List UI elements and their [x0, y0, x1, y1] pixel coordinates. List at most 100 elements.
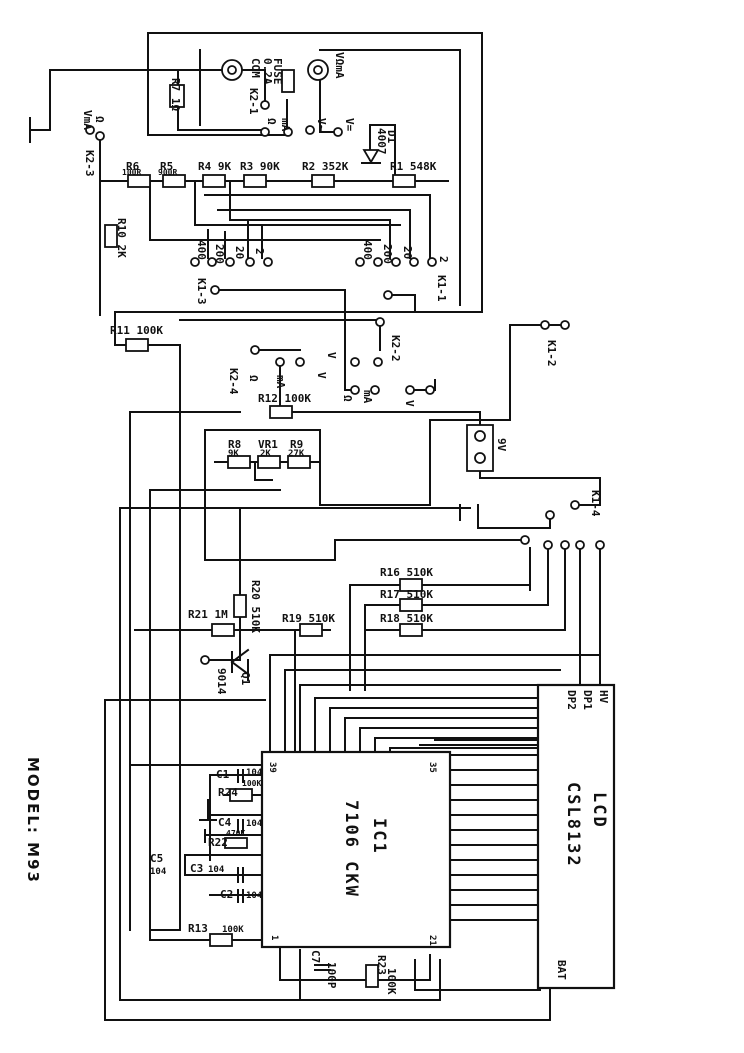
range-20-b: 20 [401, 246, 414, 259]
r24-label: R24 [218, 786, 238, 799]
r17-label: R17 510K [380, 588, 433, 601]
q1-part-label: 9014 [215, 668, 228, 695]
capacitors [199, 769, 331, 971]
lcd-name: LCD [589, 792, 609, 829]
lcd-pin-hv: HV [597, 690, 610, 704]
c7-value: 100P [325, 962, 338, 989]
c1-label: C1 [216, 768, 230, 781]
battery-label: 9V [495, 438, 508, 452]
r5-label: R5 [160, 160, 173, 173]
lcd-pin-dp1: DP1 [581, 690, 594, 710]
r8-label: R8 [228, 438, 241, 451]
resistor-bodies [104, 69, 423, 988]
fuse-label: FUSE [271, 58, 284, 85]
lcd-pin-bat: BAT [555, 960, 568, 980]
r3-resistor [243, 174, 267, 188]
r9-label: R9 [290, 438, 303, 451]
r6-resistor [127, 174, 151, 188]
diode-d1 [361, 149, 381, 164]
ma-top-label: mA [279, 118, 292, 132]
v-k24-label: V [315, 372, 328, 379]
vr1-pot [257, 455, 281, 469]
labels: COM VΩmA FUSE 0.2A K2-1 R7 1Ω D1 4007 Ω … [24, 52, 610, 995]
k12-label: K1-2 [545, 340, 558, 367]
ic-pin-1: 1 [269, 935, 279, 940]
ohm-left-label: Ω [93, 116, 106, 123]
r13-value: 100K [222, 925, 244, 935]
range-200-a: 200 [213, 244, 226, 264]
ic-pin-39: 39 [267, 762, 277, 773]
battery-9v [466, 424, 494, 472]
c5-value: 104 [150, 867, 167, 877]
lcd-pin-dp2: DP2 [565, 690, 578, 710]
vma-jack-label: VΩmA [333, 52, 346, 79]
r2-resistor [311, 174, 335, 188]
c1-value: 104 [246, 768, 263, 778]
c4-label: C4 [218, 816, 232, 829]
r5-value: 900R [158, 168, 177, 177]
ground-symbols [29, 117, 461, 521]
r9-value: 27K [288, 449, 305, 459]
k22-label: K2-2 [389, 335, 402, 362]
r18-label: R18 510K [380, 612, 433, 625]
r20-label: R20 510K [249, 580, 262, 633]
r8-value: 9K [228, 449, 239, 459]
range-200-b: 200 [381, 244, 394, 264]
fuse-rating-label: 0.2A [261, 58, 274, 85]
r24-value: 100K [242, 779, 261, 788]
ic-part: 7106 CKW [341, 800, 361, 898]
r10-resistor [104, 224, 118, 248]
d1-part-label: 4007 [375, 128, 388, 155]
r13-resistor [209, 933, 233, 947]
ma-k22-label: mA [361, 390, 374, 404]
transistor-q1 [230, 648, 250, 676]
r2-label: R2 352K [302, 160, 349, 173]
vr1-value: 2K [260, 449, 271, 459]
range-2-a: 2 [253, 248, 266, 255]
r10-label: R10 2K [115, 218, 128, 258]
c5-label: C5 [150, 852, 163, 865]
q1-label: Q1 [239, 672, 252, 686]
r24-resistor [229, 788, 253, 802]
r23-resistor [365, 964, 379, 988]
r1-label: R1 548K [390, 160, 437, 173]
r19-resistor [299, 623, 323, 637]
vin-label: V~ [315, 118, 328, 132]
r17-resistor [399, 598, 423, 612]
k24-label: K2-4 [227, 368, 240, 395]
range-400-a: 400 [195, 240, 208, 260]
r18-resistor [399, 623, 423, 637]
c7-label: C7 [309, 950, 322, 963]
r5-resistor [162, 174, 186, 188]
vma-left-label: VmA [81, 110, 94, 130]
switch-terminals [85, 100, 605, 665]
d1-label: D1 [385, 130, 398, 144]
ic-pin-21: 21 [427, 935, 437, 946]
r4-label: R4 9K [198, 160, 231, 173]
r12-label: R12 100K [258, 392, 311, 405]
r3-label: R3 90K [240, 160, 280, 173]
r4-resistor [202, 174, 226, 188]
k23-label: K2-3 [83, 150, 96, 177]
r23-value: 100K [385, 968, 398, 995]
com-label: COM [249, 58, 262, 78]
ohm-k22-label: Ω [341, 395, 354, 402]
c3-label: C3 [190, 862, 203, 875]
lcd-module [536, 683, 616, 990]
r23-label: R23 [375, 955, 388, 975]
ic1-chip [260, 750, 452, 949]
k21-label: K2-1 [247, 88, 260, 115]
r13-label: R13 [188, 922, 208, 935]
v-k22-label: V [325, 352, 338, 359]
r8-resistor [227, 455, 251, 469]
k14-label: K1-4 [589, 490, 602, 517]
r9-resistor [287, 455, 311, 469]
r11-resistor [125, 338, 149, 352]
r22-resistor [224, 837, 248, 849]
r7-label: R7 1Ω [169, 78, 182, 111]
ohm-top-label: Ω [265, 118, 278, 125]
range-2-b: 2 [437, 256, 450, 263]
r7-resistor [169, 84, 185, 108]
r21-label: R21 1M [188, 608, 228, 621]
